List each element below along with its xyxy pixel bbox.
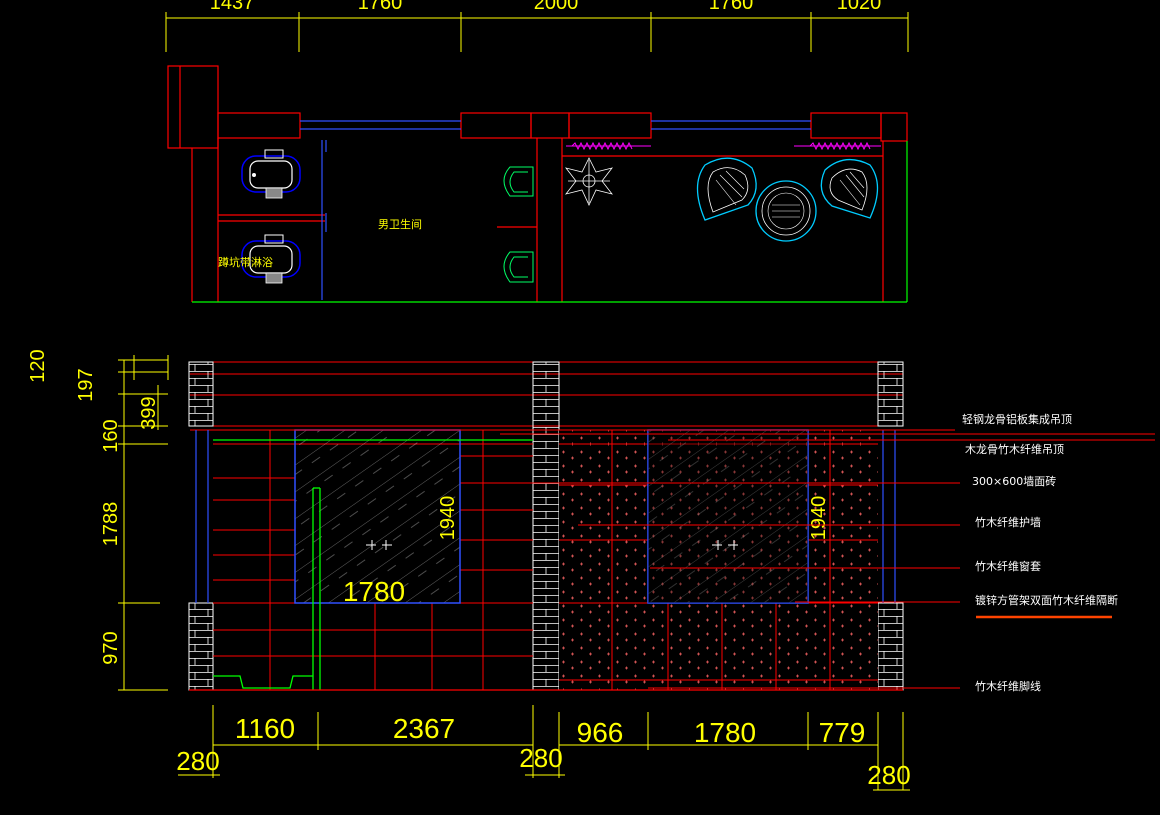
squat-toilet-1 <box>241 149 301 199</box>
plan-dim-3: 2000 <box>534 0 579 14</box>
squat-toilet-2 <box>241 234 301 284</box>
plan-walls <box>167 65 908 302</box>
elev-glass-posts <box>195 430 896 603</box>
plan-dim-1: 1437 <box>210 0 255 14</box>
plan-view: 1437 1760 2000 1760 1020 <box>165 0 909 303</box>
left-wall-tiles <box>213 430 533 691</box>
urinal-1 <box>503 166 534 197</box>
note-ceiling-bamboo: 木龙骨竹木纤维吊顶 <box>965 442 1064 456</box>
urinal-2 <box>503 251 534 283</box>
elev-dim-160: 160 <box>100 419 122 452</box>
elev-bottom-dim-2367: 2367 <box>393 713 455 744</box>
elev-left-dimension-line <box>118 355 169 691</box>
note-wall-panel: 竹木纤维护墙 <box>975 515 1041 529</box>
elev-dim-970: 970 <box>100 631 122 664</box>
plan-top-dimension-line <box>165 12 909 52</box>
elev-bottom-dimension-lines <box>178 705 910 791</box>
elev-bottom-dim-1780: 1780 <box>694 717 756 748</box>
room-label: 男卫生间 <box>378 217 422 231</box>
note-ceiling-aluminum: 轻钢龙骨铝板集成吊顶 <box>962 412 1072 426</box>
elev-dim-197: 197 <box>75 368 97 401</box>
plan-dim-4: 1760 <box>709 0 754 14</box>
annotation-leaders <box>215 429 1155 689</box>
elev-dim-120: 120 <box>27 349 49 382</box>
note-partition: 镀锌方管架双面竹木纤维隔断 <box>975 593 1118 607</box>
plan-dim-2: 1760 <box>358 0 403 14</box>
elevation-view: 120 197 399 160 1788 970 <box>27 349 1155 791</box>
brick-columns <box>188 361 904 691</box>
elev-bottom-dim-1160: 1160 <box>235 713 295 744</box>
elev-offset-280-right: 280 <box>867 760 910 790</box>
plan-windows <box>300 120 811 300</box>
elev-window-right-height: 1940 <box>808 496 830 541</box>
note-skirting: 竹木纤维脚线 <box>975 679 1041 693</box>
elev-window-left-height: 1940 <box>437 496 459 541</box>
elev-bottom-dim-966: 966 <box>577 717 624 748</box>
plan-dim-5: 1020 <box>837 0 882 14</box>
elev-window-left <box>294 429 461 604</box>
elev-bottom-dim-779: 779 <box>819 717 866 748</box>
note-window-casing: 竹木纤维窗套 <box>975 559 1041 573</box>
shower-label: 蹲坑带淋浴 <box>218 255 273 269</box>
note-wall-tile: 300×600墙面砖 <box>972 474 1056 488</box>
chair-icon-1 <box>696 157 757 221</box>
plan-curtains <box>566 141 881 151</box>
chair-icon-2 <box>820 158 879 219</box>
elev-offset-280-left: 280 <box>176 746 219 776</box>
shower-partition <box>213 439 533 690</box>
round-table-icon <box>755 180 817 242</box>
elev-dim-399: 399 <box>138 396 160 429</box>
elev-offset-280-middle: 280 <box>519 743 562 773</box>
elev-dim-1788: 1788 <box>100 502 122 547</box>
plant-icon <box>564 157 614 206</box>
elev-window-left-width: 1780 <box>343 576 405 607</box>
elev-window-right <box>647 429 809 604</box>
